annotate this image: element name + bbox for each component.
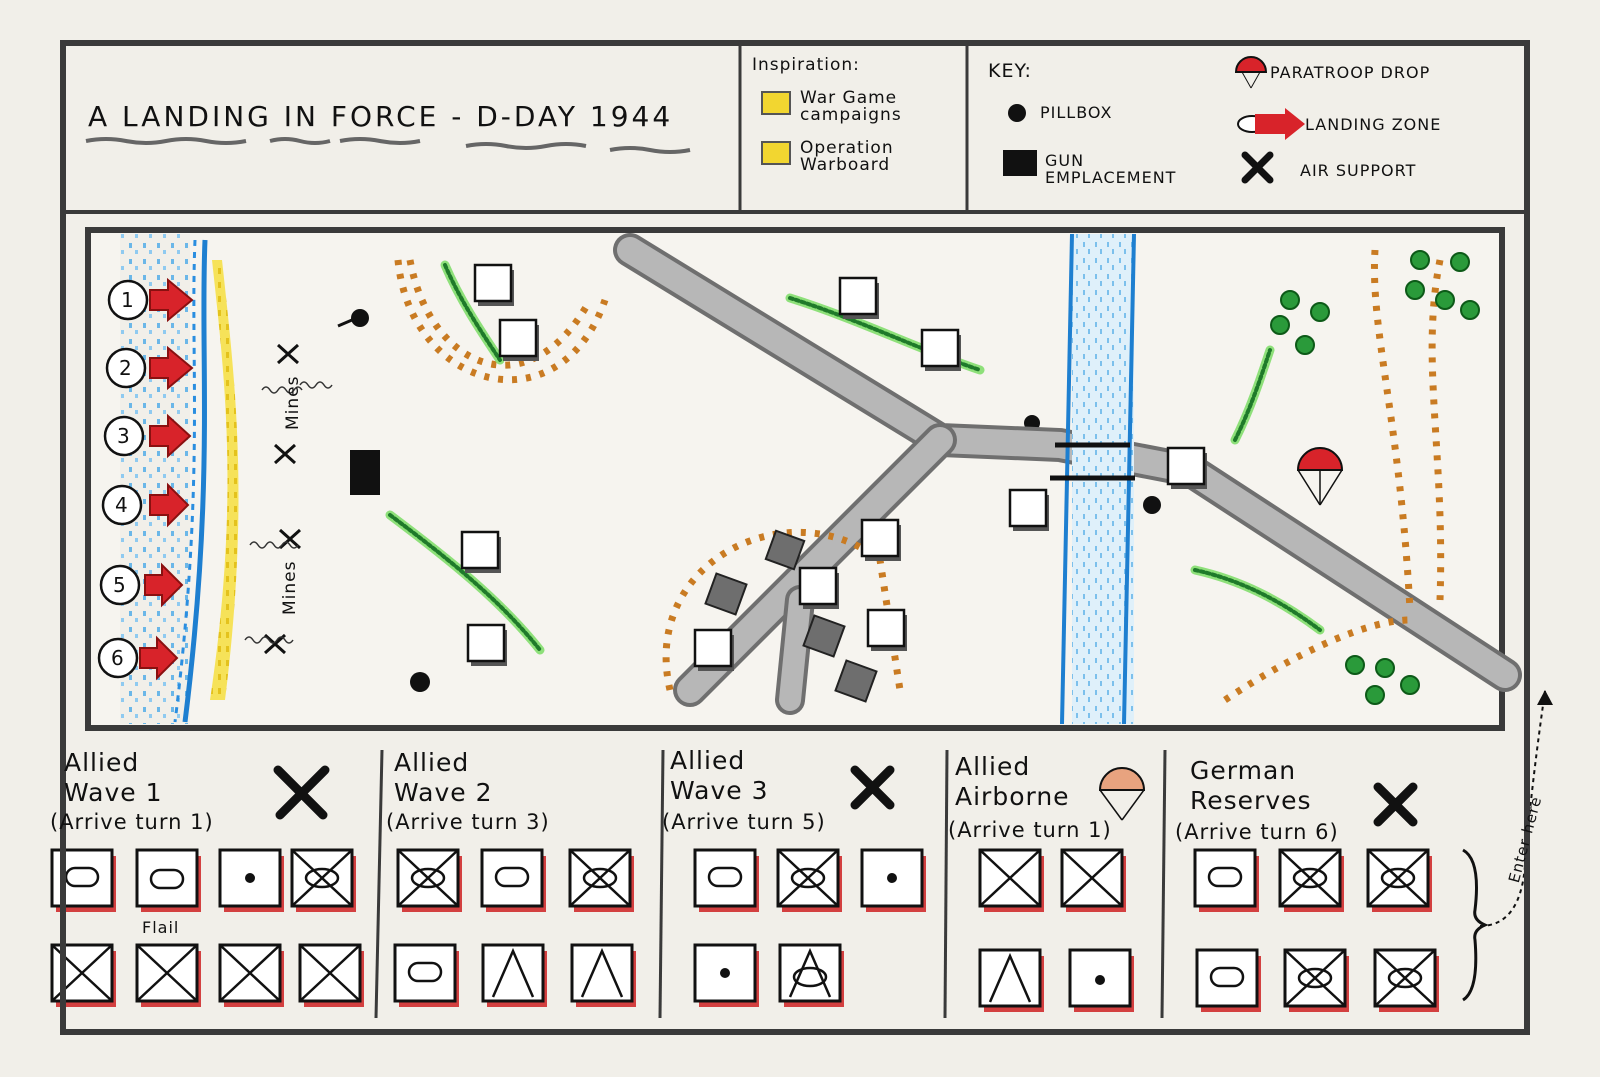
page-title: A LANDING IN FORCE - D-DAY 1944 — [88, 100, 674, 133]
airborne-arrive: (Arrive turn 1) — [948, 818, 1112, 842]
inspiration-heading: Inspiration: — [752, 55, 860, 75]
wave-3-arrive: (Arrive turn 5) — [662, 810, 826, 834]
landing-zone-number: 5 — [113, 573, 127, 597]
key-air-support-label: AIR SUPPORT — [1300, 161, 1417, 180]
landing-zone-number: 3 — [117, 424, 131, 448]
key-pillbox-label: PILLBOX — [1040, 103, 1113, 122]
flail-label: Flail — [142, 918, 180, 937]
key-paratroop-drop-label: PARATROOP DROP — [1270, 63, 1431, 82]
wave-1-arrive: (Arrive turn 1) — [50, 810, 214, 834]
minefield-label: Mines — [280, 560, 300, 615]
key-landing-zone-label: LANDING ZONE — [1305, 115, 1442, 134]
landing-zone-number: 4 — [115, 493, 129, 517]
german-reserves-arrive: (Arrive turn 6) — [1175, 820, 1339, 844]
landing-zone-number: 1 — [121, 288, 135, 312]
inspiration-item: War Game campaigns — [800, 88, 902, 125]
landing-zone-number: 2 — [119, 356, 133, 380]
inspiration-item: Operation Warboard — [800, 138, 894, 175]
landing-zone-number: 6 — [111, 646, 125, 670]
key-heading: KEY: — [988, 60, 1032, 82]
board-border — [60, 40, 1530, 1035]
wave-2-arrive: (Arrive turn 3) — [386, 810, 550, 834]
key-gun-emplacement-label: GUN EMPLACEMENT — [1045, 151, 1177, 187]
minefield-label: Mines — [283, 375, 303, 430]
